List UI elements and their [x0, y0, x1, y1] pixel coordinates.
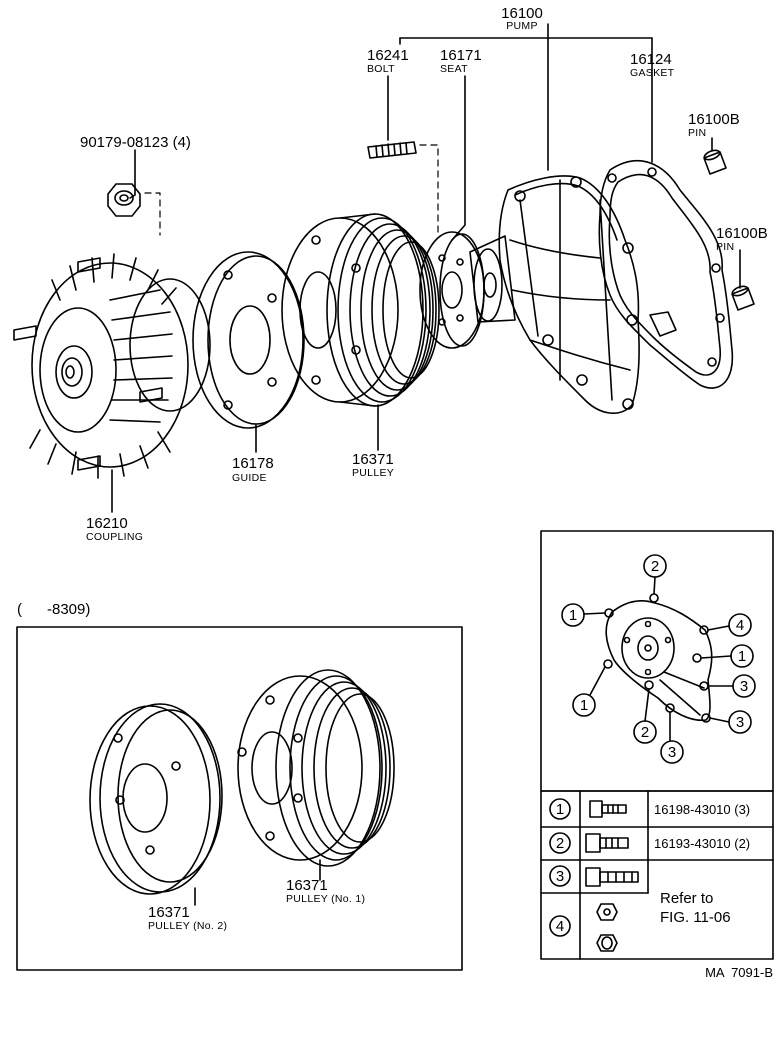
pulley-no2 — [89, 703, 223, 895]
table-key-1: 1 — [556, 801, 564, 818]
guide-number: 16178 — [232, 455, 274, 472]
refer-to-line1: Refer to — [660, 890, 713, 907]
callout-3-a: 3 — [740, 678, 748, 695]
callout-1-b: 1 — [738, 648, 746, 665]
leader-lines — [111, 23, 741, 513]
pin-upper-name: PIN — [688, 127, 706, 139]
bolt-3-icon — [585, 867, 639, 887]
seat-name: SEAT — [440, 63, 468, 75]
pulley-no1-name: PULLEY (No. 1) — [286, 893, 365, 905]
hex-nut — [107, 183, 141, 217]
table-row-1-part: 16198-43010 (3) — [654, 802, 750, 817]
pulley-name: PULLEY — [352, 467, 394, 479]
pulley-no1-number: 16371 — [286, 877, 328, 894]
gasket-number: 16124 — [630, 51, 672, 68]
water-pump — [469, 175, 640, 414]
stud-bolt — [367, 141, 417, 159]
callout-2-b: 2 — [641, 724, 649, 741]
table-row-2-part: 16193-43010 (2) — [654, 836, 750, 851]
pump-number: 16100 — [501, 5, 543, 22]
alignment-dashes — [144, 144, 439, 236]
pulley-no1 — [237, 669, 395, 867]
pin-upper — [703, 149, 727, 175]
callout-4: 4 — [736, 617, 744, 634]
inset-box — [16, 626, 463, 971]
table-key-2: 2 — [556, 835, 564, 852]
seat-number: 16171 — [440, 47, 482, 64]
inset-date-range: ( -8309) — [17, 601, 90, 618]
pin-lower — [731, 285, 755, 311]
pin-lower-number: 16100B — [716, 225, 768, 242]
table-key-3: 3 — [556, 868, 564, 885]
nut-icon — [596, 903, 618, 921]
pin-lower-name: PIN — [716, 241, 734, 253]
main-pulley — [281, 213, 440, 407]
guide-plate — [192, 251, 305, 429]
figure-id: MA 7091-B — [705, 965, 773, 980]
refer-to-line2: FIG. 11-06 — [660, 909, 731, 926]
callout-1-c: 1 — [580, 697, 588, 714]
flange-nut-icon — [596, 934, 618, 952]
coupling-number: 16210 — [86, 515, 128, 532]
bolt-table — [540, 790, 774, 960]
bolt-2-icon — [585, 833, 629, 853]
callout-1-a: 1 — [569, 607, 577, 624]
pin-upper-number: 16100B — [688, 111, 740, 128]
table-key-4: 4 — [556, 918, 564, 935]
pump-name: PUMP — [506, 20, 538, 32]
pulley-no2-number: 16371 — [148, 904, 190, 921]
callout-3-b: 3 — [736, 714, 744, 731]
coupling-name: COUPLING — [86, 531, 143, 543]
pulley-no2-name: PULLEY (No. 2) — [148, 920, 227, 932]
callout-2-a: 2 — [651, 558, 659, 575]
bolt-name: BOLT — [367, 63, 395, 75]
gasket-name: GASKET — [630, 67, 675, 79]
gasket — [598, 159, 734, 389]
guide-name: GUIDE — [232, 472, 267, 484]
bolt-map-box — [540, 530, 774, 792]
fan-coupling — [13, 253, 211, 479]
bolt-number: 16241 — [367, 47, 409, 64]
pulley-number: 16371 — [352, 451, 394, 468]
callout-3-c: 3 — [668, 744, 676, 761]
nut-number: 90179-08123 (4) — [80, 134, 191, 151]
bolt-1-icon — [589, 800, 627, 818]
